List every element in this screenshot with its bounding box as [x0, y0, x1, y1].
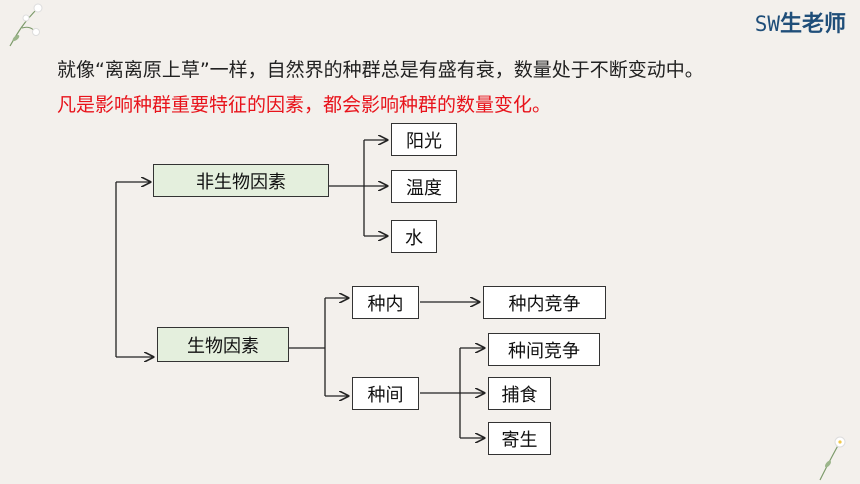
intro-line: 就像“离离原上草”一样，自然界的种群总是有盛有衰，数量处于不断变动中。: [57, 59, 704, 81]
brand-prefix: SW: [754, 12, 780, 36]
brand-logo: SW 生老师: [755, 6, 846, 38]
flower-sprig-top-left: [9, 3, 43, 47]
interspecific-box: 种间: [352, 377, 419, 410]
brand-name: 生老师: [779, 12, 846, 37]
temperature-box: 温度: [391, 170, 457, 203]
biotic-factors-box: 生物因素: [157, 327, 289, 362]
interspecific-competition-box: 种间竞争: [488, 333, 600, 366]
abiotic-factors-box: 非生物因素: [153, 164, 329, 197]
water-box: 水: [391, 220, 437, 253]
predation-box: 捕食: [488, 377, 551, 410]
flower-sprig-bottom-right: [819, 436, 846, 481]
parasitism-box: 寄生: [488, 422, 551, 455]
intraspecific-competition-box: 种内竞争: [483, 286, 606, 319]
intraspecific-box: 种内: [352, 286, 419, 319]
sunlight-box: 阳光: [391, 123, 457, 156]
key-point-line: 凡是影响种群重要特征的因素，都会影响种群的数量变化。: [57, 94, 552, 116]
